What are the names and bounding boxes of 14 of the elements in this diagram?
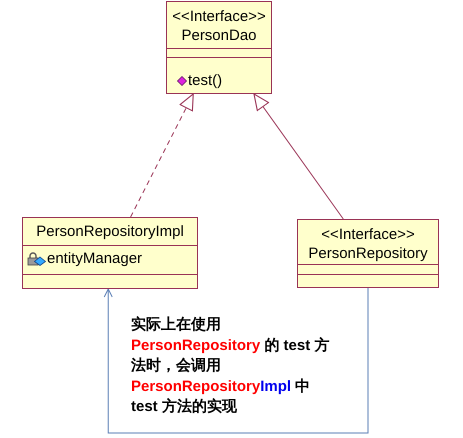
note-text: 实际上在使用 PersonRepository 的 test 方法时，会调用 PersonRepositoryImpl 中 test 方法的实现 <box>131 315 330 417</box>
attribute-name: entityManager <box>47 249 142 268</box>
class-box <box>166 1 272 94</box>
stereotype-label: <<Interface>> <box>321 226 415 243</box>
arrow <box>130 93 194 218</box>
class-box <box>22 217 198 289</box>
class-name: PersonRepositoryImpl <box>36 223 184 240</box>
class-name: PersonDao <box>181 27 257 44</box>
arrow <box>104 288 368 434</box>
arrow <box>253 93 344 220</box>
class-name: PersonRepository <box>308 245 428 262</box>
class-box <box>297 219 439 288</box>
stereotype-label: <<Interface>> <box>172 8 266 25</box>
method-name: test() <box>188 71 222 90</box>
